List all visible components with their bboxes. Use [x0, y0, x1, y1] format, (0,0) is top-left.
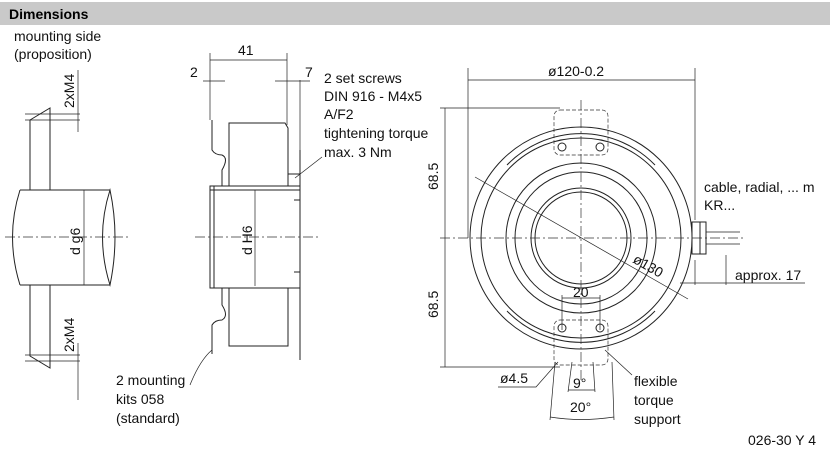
- support-2: torque: [634, 392, 674, 408]
- height-bottom: 68.5: [425, 291, 441, 318]
- approx-17: approx. 17: [735, 267, 801, 283]
- mounting-label-1: mounting side: [14, 28, 101, 44]
- support-1: flexible: [634, 373, 678, 389]
- dim-41: 41: [238, 42, 254, 58]
- thread-top: 2xM4: [61, 74, 77, 108]
- dia-120: ø120-0.2: [548, 63, 604, 79]
- thread-bottom: 2xM4: [61, 318, 77, 352]
- screws-4: tightening torque: [324, 125, 429, 141]
- dim-2: 2: [190, 64, 198, 80]
- drawing-code: 026-30 Y 4: [748, 432, 816, 448]
- hole-dia: ø4.5: [500, 370, 528, 386]
- dim-20: 20: [573, 284, 589, 300]
- angle-9: 9°: [573, 375, 586, 391]
- height-top: 68.5: [425, 163, 441, 190]
- support-3: support: [634, 411, 681, 427]
- section-title: Dimensions: [9, 6, 89, 22]
- encoder-front-view: ø120-0.2 68.5 68.5 ø130 20 approx. 17 ca…: [425, 63, 815, 427]
- cable-2: KR...: [704, 197, 735, 213]
- angle-20: 20°: [570, 399, 591, 415]
- mounting-label-2: (proposition): [14, 46, 92, 62]
- screws-1: 2 set screws: [324, 70, 402, 86]
- screws-3: A/F2: [324, 106, 354, 122]
- cable-1: cable, radial, ... m: [704, 179, 815, 195]
- screws-5: max. 3 Nm: [324, 144, 392, 160]
- screws-2: DIN 916 - M4x5: [324, 88, 422, 104]
- kits-1: 2 mounting: [116, 372, 185, 388]
- kits-3: (standard): [116, 410, 180, 426]
- mounting-side-view: mounting side (proposition) d g6 2xM4 2x…: [5, 28, 128, 400]
- section-header: Dimensions: [0, 2, 830, 25]
- bore-dim: d H6: [239, 225, 255, 255]
- encoder-side-view: d H6 41 2 7 2 set screws DIN 916 - M4x5 …: [116, 42, 429, 426]
- kits-2: kits 058: [116, 391, 164, 407]
- dim-7: 7: [305, 64, 313, 80]
- shaft-dim: d g6: [67, 228, 83, 255]
